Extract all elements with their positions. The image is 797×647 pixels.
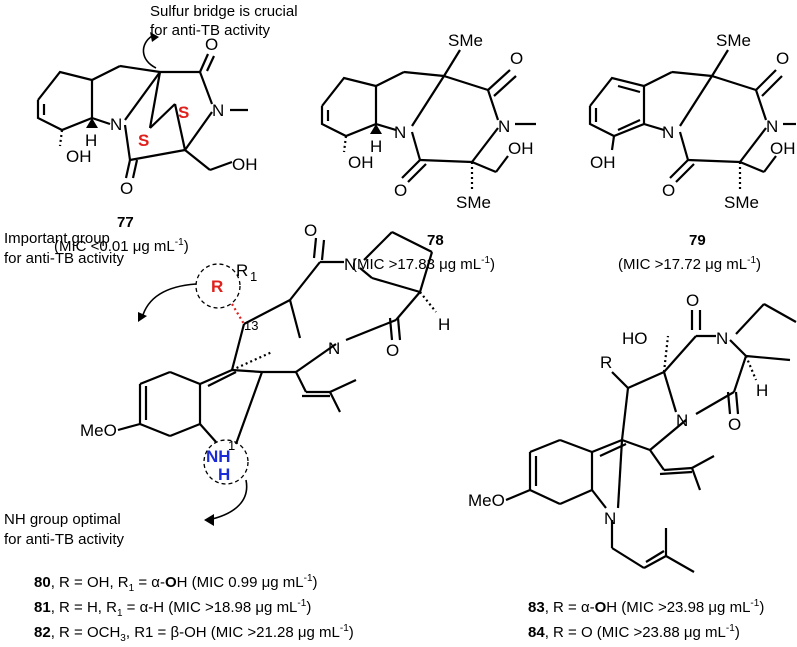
atom-R: R [211, 277, 223, 296]
atom-O: O [728, 415, 741, 434]
atom-N: N [676, 411, 688, 430]
atom-OH: OH [232, 155, 258, 174]
atom-N: N [498, 117, 510, 136]
structure-83-84: R HO [468, 291, 797, 573]
position-1: 1 [228, 438, 235, 453]
atom-N: N [394, 123, 406, 142]
atom-OH: OH [770, 139, 796, 158]
atom-H: H [85, 131, 97, 150]
annotation-nh-line2: for anti-TB activity [4, 531, 125, 548]
atom-MeO: MeO [468, 491, 505, 510]
atom-O: O [304, 221, 317, 240]
atom-R1: R [236, 261, 248, 280]
compound-79-mic: (MIC >17.72 μg mL-1) [618, 255, 762, 273]
atom-N: N [328, 339, 340, 358]
compound-78-number: 78 [427, 232, 444, 249]
atom-S: S [178, 103, 189, 122]
atom-N: N [662, 123, 674, 142]
atom-O: O [386, 341, 399, 360]
annotation-important-line1: Important group [4, 230, 110, 247]
atom-O: O [662, 181, 675, 200]
annotation-nh-line1: NH group optimal [4, 511, 121, 528]
atom-SMe: SMe [716, 31, 751, 50]
atom-MeO: MeO [80, 421, 117, 440]
compound-77-number: 77 [117, 214, 134, 231]
atom-R1-sub: 1 [250, 269, 257, 284]
atom-H: H [756, 381, 768, 400]
atom-HO: HO [622, 329, 648, 348]
atom-OH: OH [348, 153, 374, 172]
atom-OH: OH [590, 153, 616, 172]
atom-O: O [510, 49, 523, 68]
compound-77-mic: (MIC <0.01 μg mL-1) [54, 237, 189, 255]
atom-OH: OH [508, 139, 534, 158]
compound-78-mic: (MIC >17.83 μg mL-1) [352, 255, 496, 273]
compound-83-entry: 83, R = α-OH (MIC >23.98 μg mL-1) [528, 598, 765, 616]
compound-79-number: 79 [689, 232, 706, 249]
structure-77: OH H N N O O S S OH [36, 32, 258, 198]
atom-SMe: SMe [724, 193, 759, 212]
atom-O: O [205, 35, 218, 54]
atom-OH: OH [66, 147, 92, 166]
atom-N: N [212, 101, 224, 120]
structure-79: SMe O N N OH O OH SMe [588, 31, 796, 212]
position-13: 13 [244, 318, 258, 333]
compound-80-entry: 80, R = OH, R1 = α-OH (MIC 0.99 μg mL-1) [34, 573, 318, 594]
atom-S: S [138, 131, 149, 150]
atom-N: N [604, 509, 616, 528]
atom-O: O [394, 181, 407, 200]
compound-81-entry: 81, R = H, R1 = α-H (MIC >18.98 μg mL-1) [34, 598, 312, 619]
atom-O: O [120, 179, 133, 198]
atom-N: N [766, 117, 778, 136]
atom-H: H [370, 137, 382, 156]
compound-84-entry: 84, R = O (MIC >23.88 μg mL-1) [528, 623, 740, 641]
annotation-important-line2: for anti-TB activity [4, 250, 125, 267]
annotation-sulfur-line2: for anti-TB activity [150, 22, 271, 39]
atom-N: N [110, 115, 122, 134]
atom-H: H [438, 315, 450, 334]
atom-N: N [716, 329, 728, 348]
compound-82-entry: 82, R = OCH3, R1 = β-OH (MIC >21.28 μg m… [34, 623, 354, 644]
atom-N: N [344, 255, 356, 274]
atom-SMe: SMe [456, 193, 491, 212]
atom-O: O [686, 291, 699, 310]
atom-O: O [776, 49, 789, 68]
atom-NH: NH [206, 447, 231, 466]
atom-SMe: SMe [448, 31, 483, 50]
atom-R: R [600, 353, 612, 372]
structure-80-82: R R 1 [80, 221, 450, 526]
annotation-sulfur-line1: Sulfur bridge is crucial [150, 3, 298, 20]
structure-78: SMe O N N OH H O OH SMe [320, 31, 536, 212]
atom-NH-H: H [218, 465, 230, 484]
